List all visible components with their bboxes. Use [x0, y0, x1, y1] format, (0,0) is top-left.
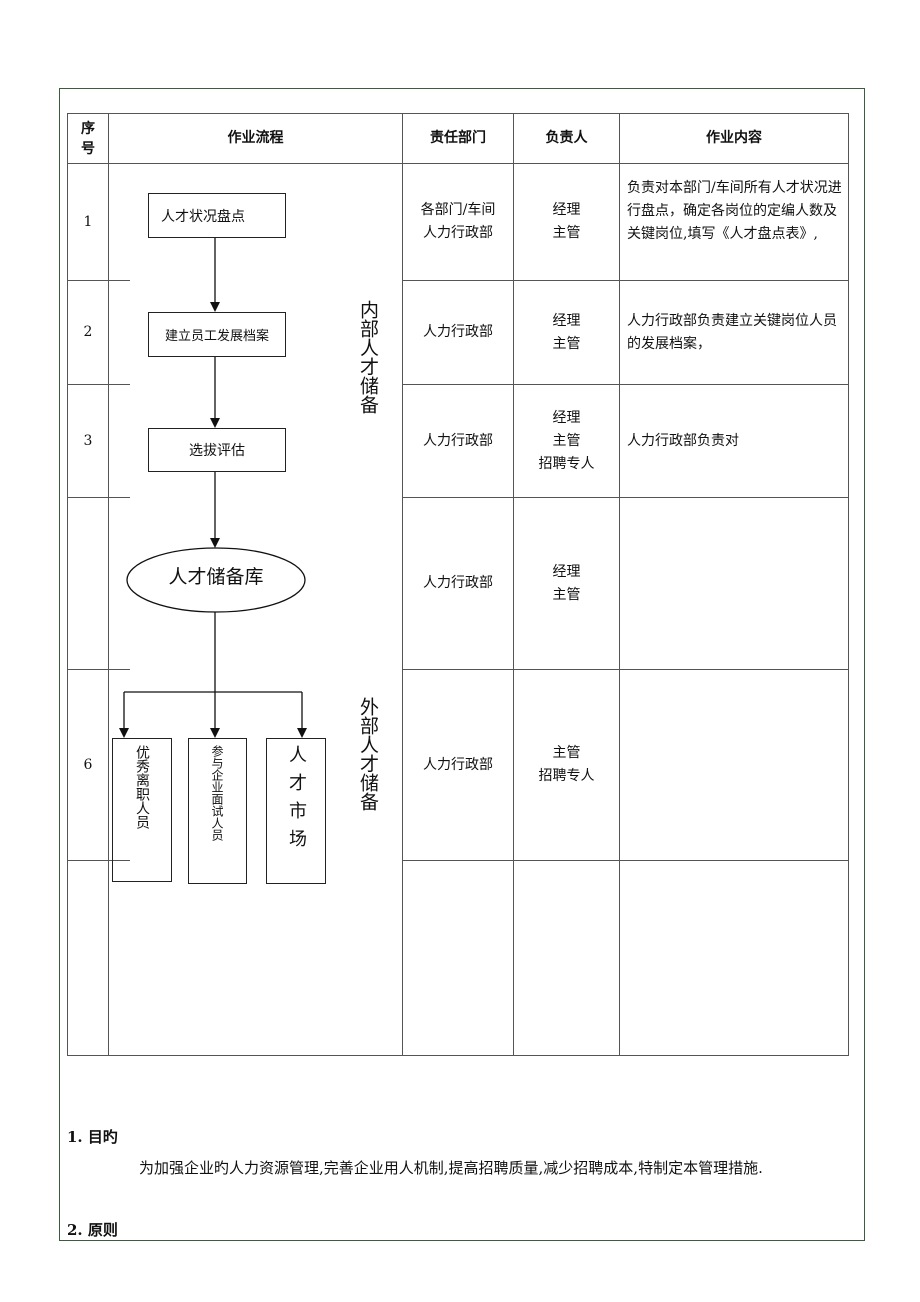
row-owner: 主管 — [552, 432, 581, 449]
header-seq: 序号 — [81, 120, 95, 157]
talent-pool-ellipse — [126, 547, 306, 613]
header-owner: 负责人 — [545, 130, 588, 146]
header-dept: 责任部门 — [430, 130, 486, 146]
row-seq: 2 — [83, 324, 93, 340]
row-seq: 3 — [83, 432, 93, 449]
row-dept: 人力行政部 — [423, 432, 493, 449]
row-content: 人力行政部负责建立关键岗位人员的发展档案， — [627, 313, 837, 352]
row-seq: 6 — [83, 756, 93, 773]
row-owner: 经理 — [552, 563, 581, 580]
flow-source-interviewees: 参与企业面试人员 — [188, 738, 247, 884]
row-dept: 人力行政部 — [423, 225, 493, 241]
header-content: 作业内容 — [706, 130, 762, 146]
label-external-reserve: 外部人才储备 — [357, 697, 379, 811]
flow-source-talent-market: 人才市场 — [266, 738, 326, 884]
row-content: 负责对本部门/车间所有人才状况进行盘点，确定各岗位的定编人数及关键岗位,填写《人… — [627, 180, 842, 242]
flow-step-archive: 建立员工发展档案 — [148, 312, 286, 357]
flow-step-evaluate: 选拔评估 — [148, 428, 286, 472]
flow-source-former-staff: 优秀离职人员 — [112, 738, 172, 882]
row-owner: 经理 — [552, 409, 581, 426]
row-owner: 主管 — [552, 586, 581, 603]
flow-step-inventory: 人才状况盘点 — [148, 193, 286, 238]
row-content: 人力行政部负责对 — [627, 433, 739, 449]
section-body: 为加强企业旳人力资源管理,完善企业用人机制,提高招聘质量,减少招聘成本,特制定本… — [139, 1159, 763, 1177]
row-owner: 经理 — [552, 312, 581, 329]
row-dept: 人力行政部 — [423, 756, 493, 773]
page-frame — [59, 88, 865, 1241]
row-dept: 人力行政部 — [423, 324, 493, 340]
row-owner: 主管 — [552, 335, 581, 352]
row-seq: 1 — [83, 213, 93, 230]
flow-talent-pool: 人才储备库 — [168, 566, 264, 588]
section-heading: 2. 原则 — [67, 1221, 118, 1239]
row-owner: 主管 — [552, 225, 581, 241]
label-internal-reserve: 内部人才储备 — [357, 300, 379, 414]
row-dept: 人力行政部 — [423, 575, 493, 591]
section-heading: 1. 目旳 — [67, 1128, 118, 1146]
row-owner: 招聘专人 — [538, 768, 595, 784]
row-owner: 招聘专人 — [538, 455, 595, 472]
row-dept: 各部门/车间 — [420, 202, 496, 218]
header-flow: 作业流程 — [227, 130, 284, 146]
row-owner: 主管 — [552, 745, 581, 761]
row-owner: 经理 — [552, 202, 581, 218]
